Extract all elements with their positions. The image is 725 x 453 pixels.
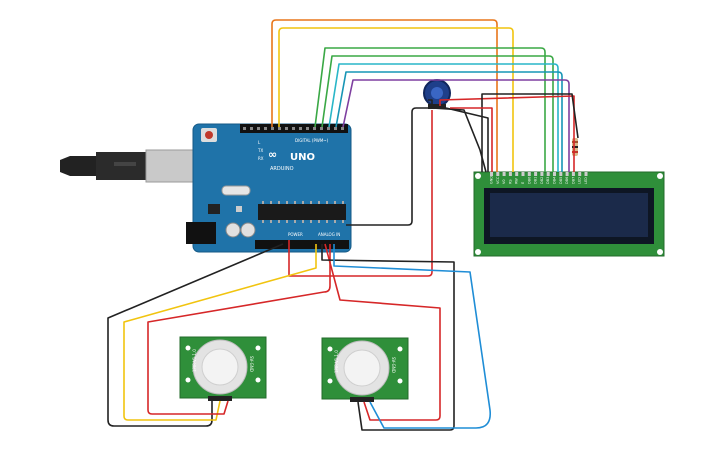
- lcd-pin-label: RS: [508, 179, 512, 184]
- pir2-right-label: SV-GND: [391, 357, 396, 373]
- lcd-pin: [578, 172, 582, 176]
- lcd-pin-label: DB3: [546, 177, 550, 184]
- lcd-pin: [521, 172, 525, 176]
- lcd-pin: [565, 172, 569, 176]
- potentiometer: [423, 79, 451, 109]
- wire-green: [314, 47, 546, 172]
- lcd-pin-label: DB5: [559, 177, 563, 184]
- wire-pir1-yellow: [123, 244, 317, 421]
- lcd-pin-label: DB4: [553, 176, 557, 184]
- tx-label: TX: [257, 148, 263, 153]
- lcd-pin: [490, 172, 493, 176]
- pir1-right-label: SV-GND: [249, 356, 254, 372]
- wire-lcd-black-top: [481, 93, 579, 172]
- board-sub-brand: ARDUINO: [270, 166, 294, 172]
- lcd-pin: [546, 172, 550, 176]
- wire-pir2-red: [324, 243, 441, 421]
- wire-pir1-red: [147, 244, 331, 415]
- lcd-pin-label: DB2: [540, 177, 544, 184]
- lcd-pin: [553, 172, 556, 176]
- digital-label: DIGITAL (PWM~): [295, 138, 329, 143]
- wire-5v-red: [288, 110, 433, 277]
- lcd-pin: [527, 172, 531, 176]
- lcd-pin-label: VCC: [496, 176, 500, 184]
- pir1-left-label: 1PIR-V1.1.0: [192, 349, 197, 372]
- digital-header-pins: [243, 127, 344, 130]
- lcd-pin-label: DB7: [571, 177, 575, 184]
- wire-pir2-black: [321, 244, 455, 431]
- analog-label: ANALOG IN: [318, 232, 340, 237]
- lcd-pin: [571, 172, 575, 176]
- wire-pot-red: [439, 95, 575, 172]
- lcd-pin-label: DB1: [534, 177, 538, 184]
- wire-teal: [335, 71, 563, 172]
- wire-yellow: [278, 27, 514, 172]
- wire-pir1-black: [107, 243, 284, 427]
- lcd-pin-label: GND: [490, 176, 494, 184]
- lcd-pin-label: DB0: [527, 177, 531, 184]
- resistor: [572, 138, 578, 156]
- lcd-pin-label: DB6: [565, 177, 569, 184]
- pir2-left-label: 1PIR-V1.1.0: [334, 350, 339, 373]
- wire-pot-gnd: [431, 107, 487, 173]
- arduino-board: UNO ARDUINO ∞ DIGITAL (PWM~) TX RX L POW…: [186, 123, 352, 253]
- wire-orange: [271, 19, 498, 172]
- board-brand: UNO: [290, 152, 315, 163]
- power-label: POWER: [288, 232, 303, 237]
- lcd-pin-label: E: [521, 182, 525, 184]
- pir-sensor-2: 1PIR-V1.1.0 SV-GND: [321, 337, 409, 402]
- lcd-pin: [584, 172, 588, 176]
- lcd-pin: [540, 172, 544, 176]
- wire-green-2: [321, 55, 554, 172]
- wire-pir2-blue: [333, 244, 492, 429]
- lcd-pin-label: RW: [515, 178, 519, 184]
- usb-cable: [60, 149, 201, 183]
- lcd-pin: [559, 172, 563, 176]
- lcd-pin-label: V0: [502, 179, 506, 184]
- lcd-pin-label: LED: [584, 177, 588, 184]
- wire-purple: [342, 79, 570, 172]
- infinity-logo: ∞: [268, 148, 277, 161]
- wire-lcd-red-mid: [450, 107, 493, 172]
- lcd-pin: [508, 172, 512, 176]
- rx-label: RX: [258, 156, 264, 161]
- lcd-pin: [534, 172, 538, 176]
- l-label: L: [258, 140, 261, 145]
- wire-gnd-to-pot: [346, 107, 428, 226]
- pir-sensor-1: 1PIR-V1.1.0 SV-GND: [179, 336, 267, 401]
- lcd-pin: [515, 172, 519, 176]
- wire-cyan: [328, 63, 559, 172]
- wire-pot-black: [428, 99, 433, 106]
- wires: [107, 19, 579, 431]
- lcd-pin: [502, 172, 506, 176]
- lcd-pin: [496, 172, 500, 176]
- wire-pot-wiper: [445, 107, 489, 172]
- lcd-pin-label: LED: [578, 177, 582, 184]
